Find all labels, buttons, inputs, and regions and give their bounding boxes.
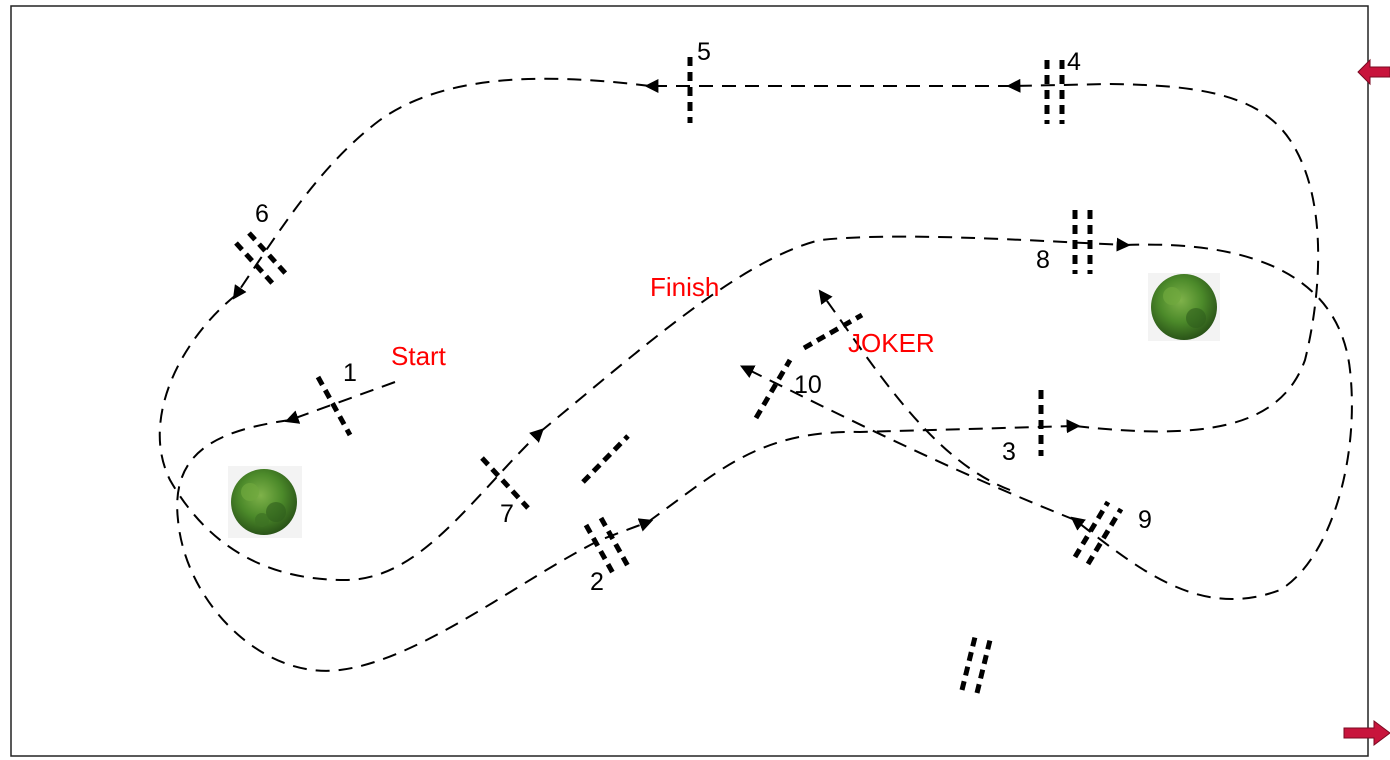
obstacle-unnumbered [959,632,994,694]
tree-icon [1148,273,1220,341]
exit-arrow-icon [1357,58,1390,86]
obstacle-number: 2 [590,568,604,596]
course-path [158,77,1353,672]
tree-icon [228,466,302,538]
obstacle-9 [1072,500,1124,566]
obstacle-number: 4 [1067,48,1081,76]
obstacle-1 [315,375,353,437]
start-label: Start [391,341,447,371]
obstacle-4 [1044,60,1065,124]
obstacle-number: 7 [500,500,514,528]
obstacle-unnumbered [581,434,630,484]
obstacle-number: 8 [1036,246,1050,274]
obstacle-joker [802,312,864,351]
obstacle-number: 9 [1138,506,1152,534]
obstacle-number: 3 [1002,438,1016,466]
obstacle-number: 6 [255,200,269,228]
obstacles [234,57,1124,694]
obstacle-number: 10 [794,371,822,399]
finish-label: Finish [650,272,719,302]
exit-arrow-icon [1343,720,1390,746]
obstacle-2 [583,516,632,577]
obstacle-number: 5 [697,38,711,66]
obstacle-8 [1072,210,1093,274]
obstacle-number: 1 [343,359,357,387]
obstacle-6 [234,231,289,287]
joker-label: JOKER [848,328,935,358]
arena-border [10,5,1369,757]
obstacle-numbers: 1 2 3 4 5 6 7 8 9 10 [255,38,1152,596]
obstacle-7 [480,456,530,510]
obstacle-10 [753,358,793,420]
